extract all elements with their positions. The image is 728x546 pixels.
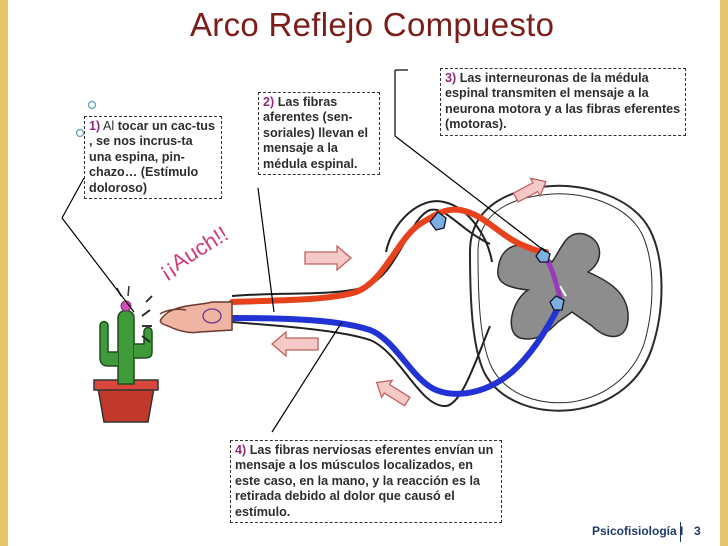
slide-accent-bar-left <box>0 0 8 546</box>
slide-accent-bar-right <box>720 0 728 546</box>
spinal-cord-central-canal <box>559 285 567 297</box>
spinal-cord-outline-double <box>477 193 653 404</box>
spinal-cord-gray-matter <box>497 232 629 340</box>
step-4-number: 4) <box>235 443 247 457</box>
step-2-textbox: 2) Las fibras aferentes (sen-soriales) l… <box>258 92 380 176</box>
arrow-left-icon <box>271 330 319 358</box>
afferent-fiber <box>229 206 549 305</box>
step-4-textbox: 4) Las fibras nerviosas eferentes envían… <box>230 440 502 524</box>
callout-lines <box>61 69 547 433</box>
arrow-up-right-icon <box>512 177 547 203</box>
step-1-text: tocar un cac-tus , se nos incrus-ta una … <box>89 119 215 195</box>
step-3-text: Las interneuronas de la médula espinal t… <box>445 71 681 132</box>
step-3-number: 3) <box>445 71 457 85</box>
footer-divider <box>680 522 681 542</box>
arrow-up-left-icon <box>375 379 411 407</box>
slide-title: Arco Reflejo Compuesto <box>190 6 555 43</box>
page-number: 3 <box>694 524 701 538</box>
footer-course-label: Psicofisiología I <box>592 524 684 538</box>
sensory-neuron-body-icon <box>429 211 447 231</box>
arrow-right-icon <box>304 244 352 272</box>
step-1-lead: Al <box>100 119 118 133</box>
bullet-ring-icon <box>75 128 85 138</box>
step-1-textbox: 1) Al tocar un cac-tus , se nos incrus-t… <box>84 116 222 200</box>
hand-icon <box>159 301 233 334</box>
step-2-number: 2) <box>263 95 275 109</box>
spinal-nerve-outline <box>231 208 491 408</box>
step-4-text: Las fibras nerviosas eferentes envían un… <box>235 443 494 519</box>
step-2-text: Las fibras aferentes (sen-soriales) llev… <box>263 95 369 171</box>
dorsal-root-ganglion-outline <box>385 200 493 263</box>
pain-spark-icon <box>141 295 153 343</box>
motor-neuron-body-icon <box>549 295 565 311</box>
step-3-textbox: 3) Las interneuronas de la médula espina… <box>440 68 686 136</box>
interneuron-body-icon <box>535 247 551 263</box>
efferent-fiber <box>229 301 563 397</box>
step-1-number: 1) <box>89 119 101 133</box>
bullet-ring-icon <box>87 100 97 110</box>
cactus-pot-icon <box>93 285 159 423</box>
